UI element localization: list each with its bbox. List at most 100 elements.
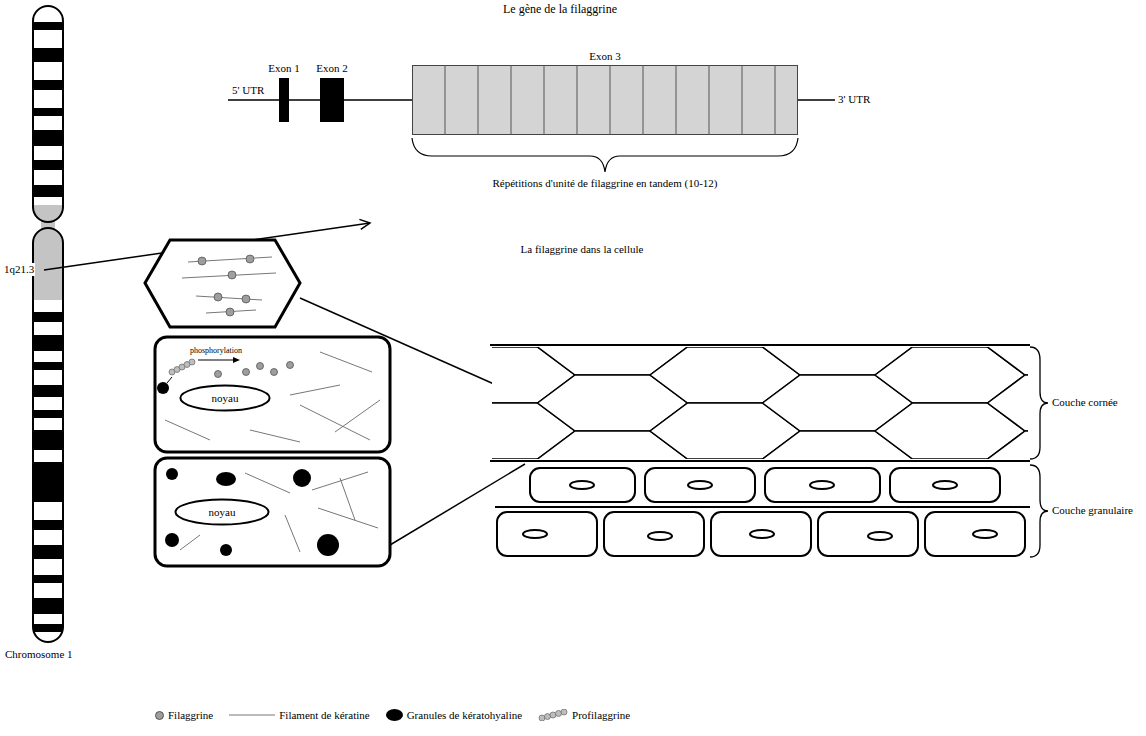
legend-label: Granules de kératohyaline [407, 709, 522, 722]
repeat-divider [742, 65, 743, 135]
legend-item: Profilaggrine [538, 709, 630, 722]
granular-cell-upper [157, 382, 169, 394]
corneocyte [226, 308, 234, 316]
legend-label: Profilaggrine [572, 709, 630, 722]
legend-swatch [561, 709, 567, 715]
granular-cell-upper [215, 371, 222, 378]
utr-label: 5' UTR [232, 84, 264, 97]
stratum-corneum [988, 375, 1029, 431]
granular-cell-lower [165, 468, 339, 556]
chromosome [30, 0, 70, 650]
locus-label: 1q21.3 [3, 263, 35, 276]
nucleus: noyau [179, 384, 271, 412]
zoom-line [300, 298, 512, 392]
stratum-granulosum [523, 481, 997, 540]
stratum-granulosum [925, 512, 1025, 556]
stratum-granulosum [890, 468, 1000, 502]
granular-cell-lower [155, 458, 390, 566]
stratum-corneum [988, 431, 1029, 459]
stratum-granulosum [765, 468, 880, 502]
stratum-granulosum [648, 532, 672, 540]
stratum-granulosum [645, 468, 755, 502]
exon-box: Exon 3 [412, 65, 798, 135]
legend-swatch [229, 712, 275, 718]
utr-label: 3' UTR [838, 93, 870, 106]
exon-label: Exon 1 [268, 62, 299, 75]
repeat-divider [445, 65, 446, 135]
stratum-granulosum [523, 530, 547, 538]
nucleus-outline [180, 385, 269, 410]
legend-swatch [538, 709, 568, 721]
granular-cell-upper [167, 377, 172, 383]
corneocyte [182, 257, 276, 313]
nucleus: noyau [174, 498, 270, 526]
repeat-divider [511, 65, 512, 135]
corneocyte [228, 271, 236, 279]
granular-cell-upper [169, 359, 195, 375]
stratum-corneum [490, 344, 1030, 346]
layer-brace [1030, 465, 1048, 557]
repeat-label: Répétitions d'unité de filaggrine en tan… [493, 177, 718, 190]
chromosome [33, 228, 63, 642]
repeat-divider [577, 65, 578, 135]
corneocyte [145, 240, 300, 327]
repeat-divider [478, 65, 479, 135]
corneocyte [196, 296, 262, 300]
exon-label-group: Exon 3 [589, 50, 620, 63]
stratum-corneum [490, 460, 1030, 462]
legend-label: Filaggrine [168, 709, 213, 722]
corneocyte [198, 255, 254, 316]
stratum-granulosum [688, 481, 712, 489]
exon-box: Exon 2 [320, 78, 344, 122]
legend-swatch [545, 714, 551, 720]
granular-cell-lower [180, 472, 378, 552]
legend-label: Filament de kératine [279, 709, 369, 722]
stratum-corneum [492, 347, 1028, 459]
layer-label: Couche cornée [1052, 396, 1118, 409]
process-label: phosphorylation [190, 346, 242, 355]
granular-cell-upper [167, 377, 172, 383]
granular-cell-lower [340, 478, 355, 520]
layer-label: Couche granulaire [1052, 504, 1133, 517]
granular-cell-upper [290, 385, 340, 395]
exon-label: Exon 2 [316, 62, 347, 75]
stratum-corneum [490, 345, 1030, 461]
granular-cell-upper [198, 360, 234, 361]
stratum-granulosum [495, 468, 1030, 556]
granular-cell-upper [320, 352, 372, 372]
granular-cell-upper [271, 369, 278, 376]
granular-cell-lower [245, 473, 290, 493]
granular-cell-upper [165, 352, 380, 442]
locus-arrow [359, 219, 370, 229]
layer-brace [1030, 347, 1048, 459]
stratum-granulosum [933, 481, 957, 489]
granular-cell-lower [312, 472, 368, 490]
repeat-brace [412, 138, 798, 172]
stratum-granulosum [497, 512, 597, 556]
layer-brace [1030, 347, 1048, 557]
granular-cell-upper [233, 357, 240, 363]
granular-cell-upper [243, 369, 250, 376]
legend-item: Filament de kératine [229, 709, 369, 722]
granular-cell-lower [165, 533, 179, 547]
nucleus-label: noyau [209, 506, 236, 519]
legend: Filaggrine Filament de kératine Granules d… [155, 709, 646, 722]
granular-cell-lower [317, 534, 339, 556]
legend-swatch [550, 712, 556, 718]
stratum-granulosum [810, 481, 834, 489]
granular-cell-upper [165, 420, 210, 440]
granular-cell-upper [155, 337, 390, 452]
repeat-dividers [412, 65, 798, 135]
legend-swatch [556, 711, 562, 717]
legend-swatch [229, 715, 275, 716]
granular-cell-upper [250, 430, 300, 442]
corneocyte [145, 240, 300, 327]
granular-cell-upper [189, 359, 195, 365]
stratum-granulosum [868, 532, 892, 540]
chromosome-label: Chromosome 1 [5, 648, 73, 661]
repeat-divider [676, 65, 677, 135]
granular-cell-upper [335, 400, 380, 432]
zoom-line [300, 298, 525, 545]
granular-cell-lower [285, 515, 300, 552]
chromosome [30, 0, 70, 650]
